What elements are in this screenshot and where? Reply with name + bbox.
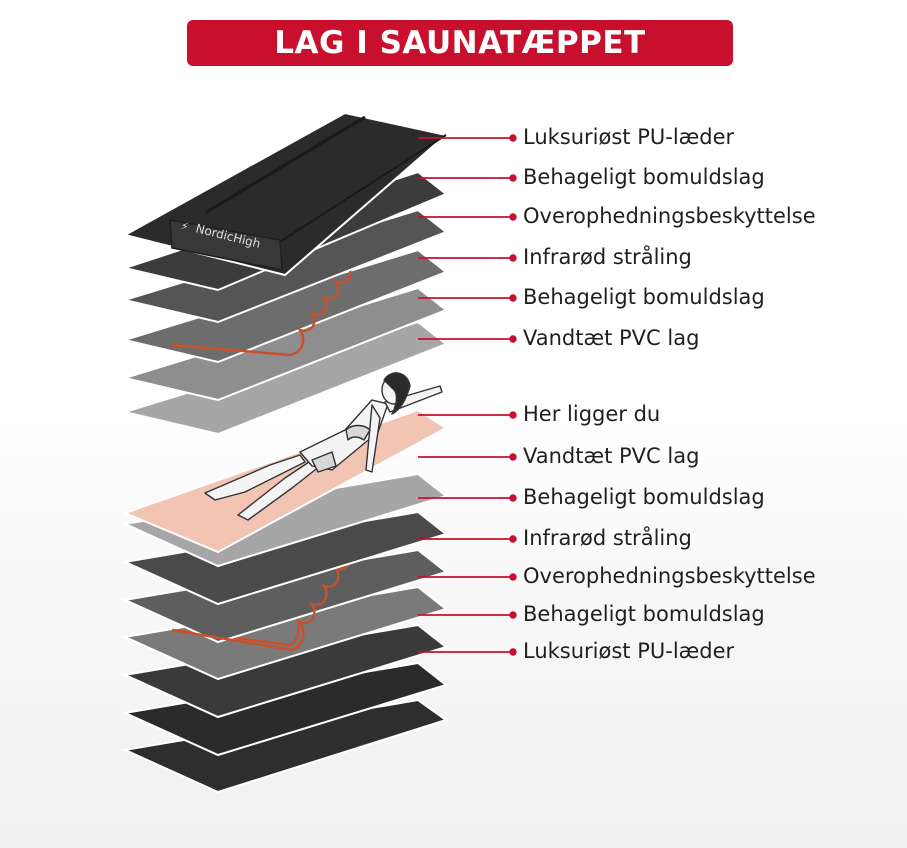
brand-patch [169, 219, 283, 271]
cover-seam [204, 115, 366, 215]
label-bottom-cotton-1: Behageligt bomuldslag [523, 485, 765, 509]
label-bottom-pu-leather: Luksuriøst PU-læder [523, 639, 735, 663]
label-top-pvc: Vandtæt PVC lag [523, 326, 700, 350]
label-top-cotton-2: Behageligt bomuldslag [523, 285, 765, 309]
label-top-overheat: Overophedningsbeskyttelse [523, 204, 816, 228]
label-top-cotton-1: Behageligt bomuldslag [523, 165, 765, 189]
label-middle-you: Her ligger du [523, 402, 661, 426]
connector-lines [418, 134, 517, 656]
person-figure [204, 372, 443, 521]
title-banner: LAG I SAUNATÆPPET [187, 20, 733, 66]
label-top-infrared: Infrarød stråling [523, 245, 692, 269]
page-title: LAG I SAUNATÆPPET [274, 25, 646, 61]
label-bottom-cotton-2: Behageligt bomuldslag [523, 602, 765, 626]
label-top-pu-leather: Luksuriøst PU-læder [523, 125, 735, 149]
brand-logo-mark: ⚡ [179, 219, 190, 233]
cover-seam-2 [274, 134, 447, 246]
label-bottom-pvc: Vandtæt PVC lag [523, 444, 700, 468]
label-bottom-infrared: Infrarød stråling [523, 526, 692, 550]
label-bottom-overheat: Overophedningsbeskyttelse [523, 564, 816, 588]
